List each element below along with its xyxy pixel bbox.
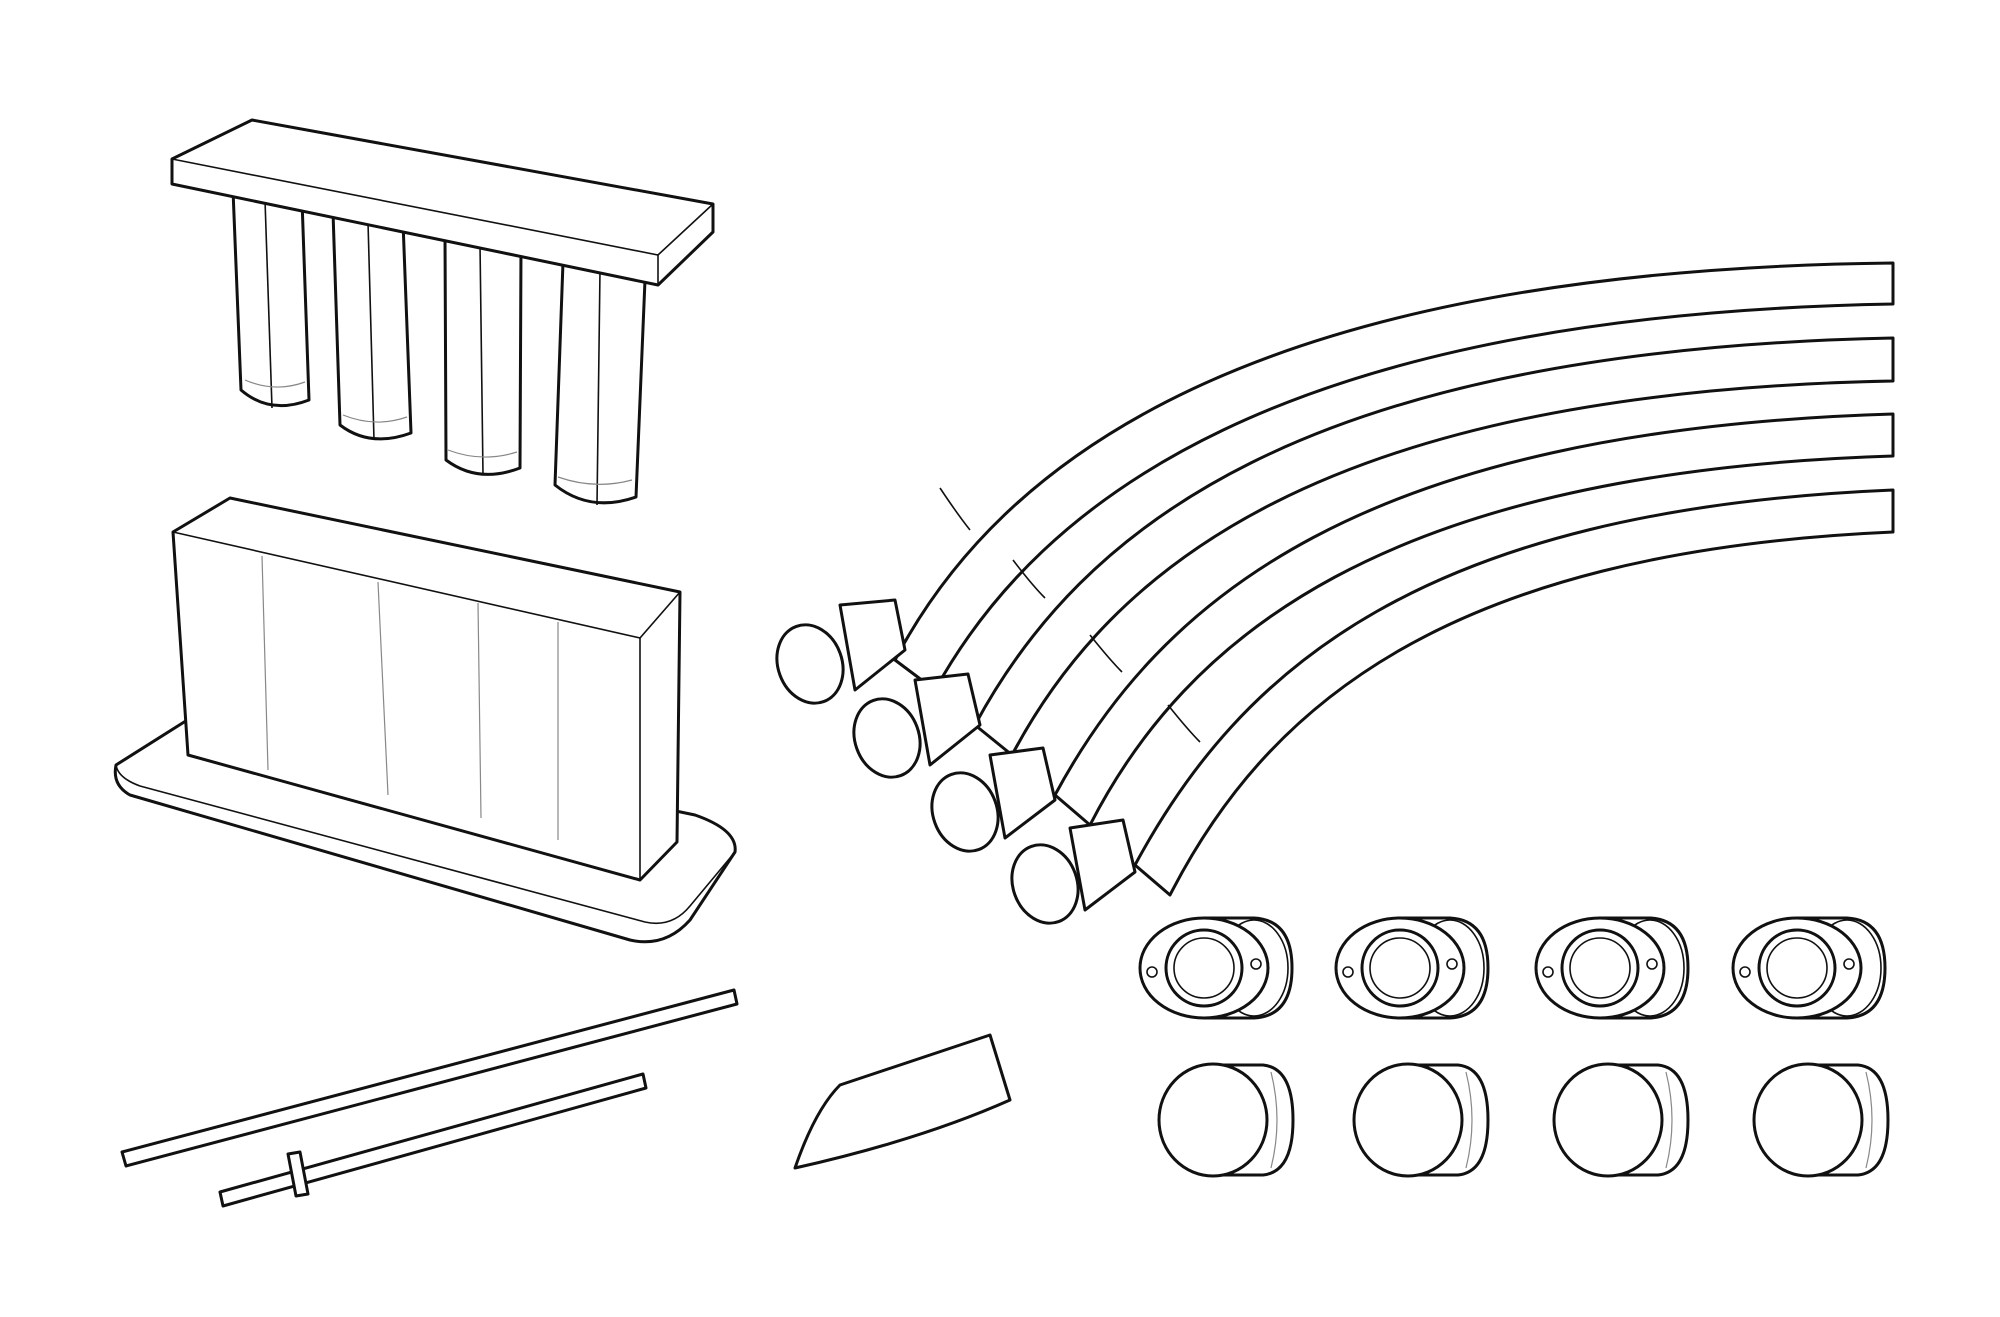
curved-tube [930, 412, 1895, 853]
plain-cap [1552, 1062, 1690, 1178]
peg [331, 210, 413, 441]
block [171, 496, 682, 882]
curved-tube [775, 261, 1895, 705]
long-rod [120, 988, 739, 1168]
peg [443, 234, 523, 476]
comb-with-pegs [170, 118, 715, 506]
ring-caps [1138, 916, 1887, 1020]
ring-cap [1534, 916, 1690, 1020]
blade [793, 1033, 1012, 1170]
comb-bar [170, 118, 715, 287]
plain-cap [1157, 1062, 1295, 1178]
plain-cap [1752, 1062, 1890, 1178]
block-on-plate [113, 496, 737, 944]
ring-cap [1731, 916, 1887, 1020]
short-rod [218, 1072, 648, 1208]
curved-tube [852, 336, 1895, 779]
peg [231, 188, 311, 409]
plain-caps [1157, 1062, 1890, 1178]
ring-cap [1334, 916, 1490, 1020]
plain-cap [1352, 1062, 1490, 1178]
curved-tubes [775, 261, 1895, 925]
curved-tube [1010, 488, 1895, 925]
rods [120, 988, 739, 1208]
peg [553, 260, 647, 506]
ring-cap [1138, 916, 1294, 1020]
